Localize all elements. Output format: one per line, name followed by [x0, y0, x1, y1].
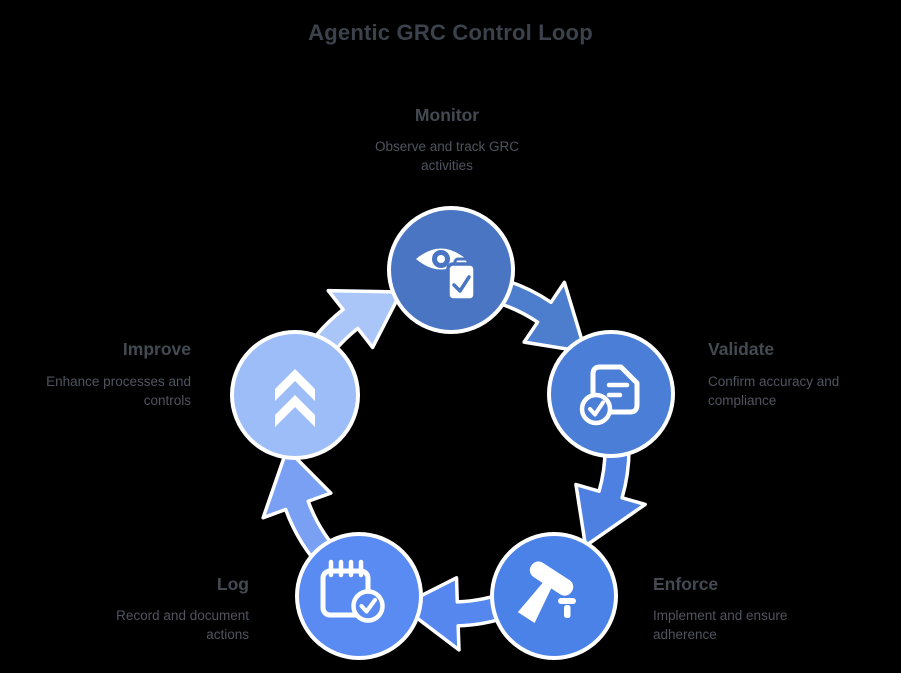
- improve-description: Enhance processes and controls: [46, 374, 191, 408]
- clipboard-check: [452, 275, 471, 293]
- check-badge: [579, 392, 613, 426]
- hammer-nail-icon: [517, 561, 576, 623]
- double-chevron-up-icon: [275, 369, 315, 427]
- hammer-head: [529, 561, 574, 596]
- check-badge: [351, 589, 385, 623]
- check-mark: [359, 598, 377, 614]
- validate-description: Confirm accuracy and compliance: [708, 374, 840, 408]
- log-description: Record and document actions: [116, 608, 249, 642]
- chevron-bottom: [275, 395, 315, 427]
- hammer: [517, 561, 574, 623]
- improve-label: Improve: [122, 339, 191, 359]
- hammer-handle: [517, 582, 552, 623]
- nail-head: [558, 598, 576, 604]
- enforce-description: Implement and ensure adherence: [653, 608, 788, 642]
- eye-pupil-highlight: [437, 255, 445, 263]
- chevron-top: [275, 369, 315, 401]
- nail-stem: [564, 605, 571, 618]
- check-mark: [588, 400, 605, 417]
- notepad-spiral: [328, 559, 364, 578]
- clipboard-body: [446, 262, 477, 302]
- enforce-label: Enforce: [653, 574, 719, 594]
- enforce-node-circle: [490, 532, 618, 660]
- monitor-description: Observe and track GRC activities: [374, 139, 520, 173]
- log-label: Log: [216, 574, 249, 594]
- eye-clipboard-icon: [416, 248, 477, 302]
- document-check-icon: [579, 364, 640, 426]
- diagram-title: Agentic GRC Control Loop: [308, 20, 593, 45]
- validate-label: Validate: [708, 339, 775, 359]
- monitor-label: Monitor: [414, 105, 480, 125]
- notepad-check-icon: [320, 559, 385, 623]
